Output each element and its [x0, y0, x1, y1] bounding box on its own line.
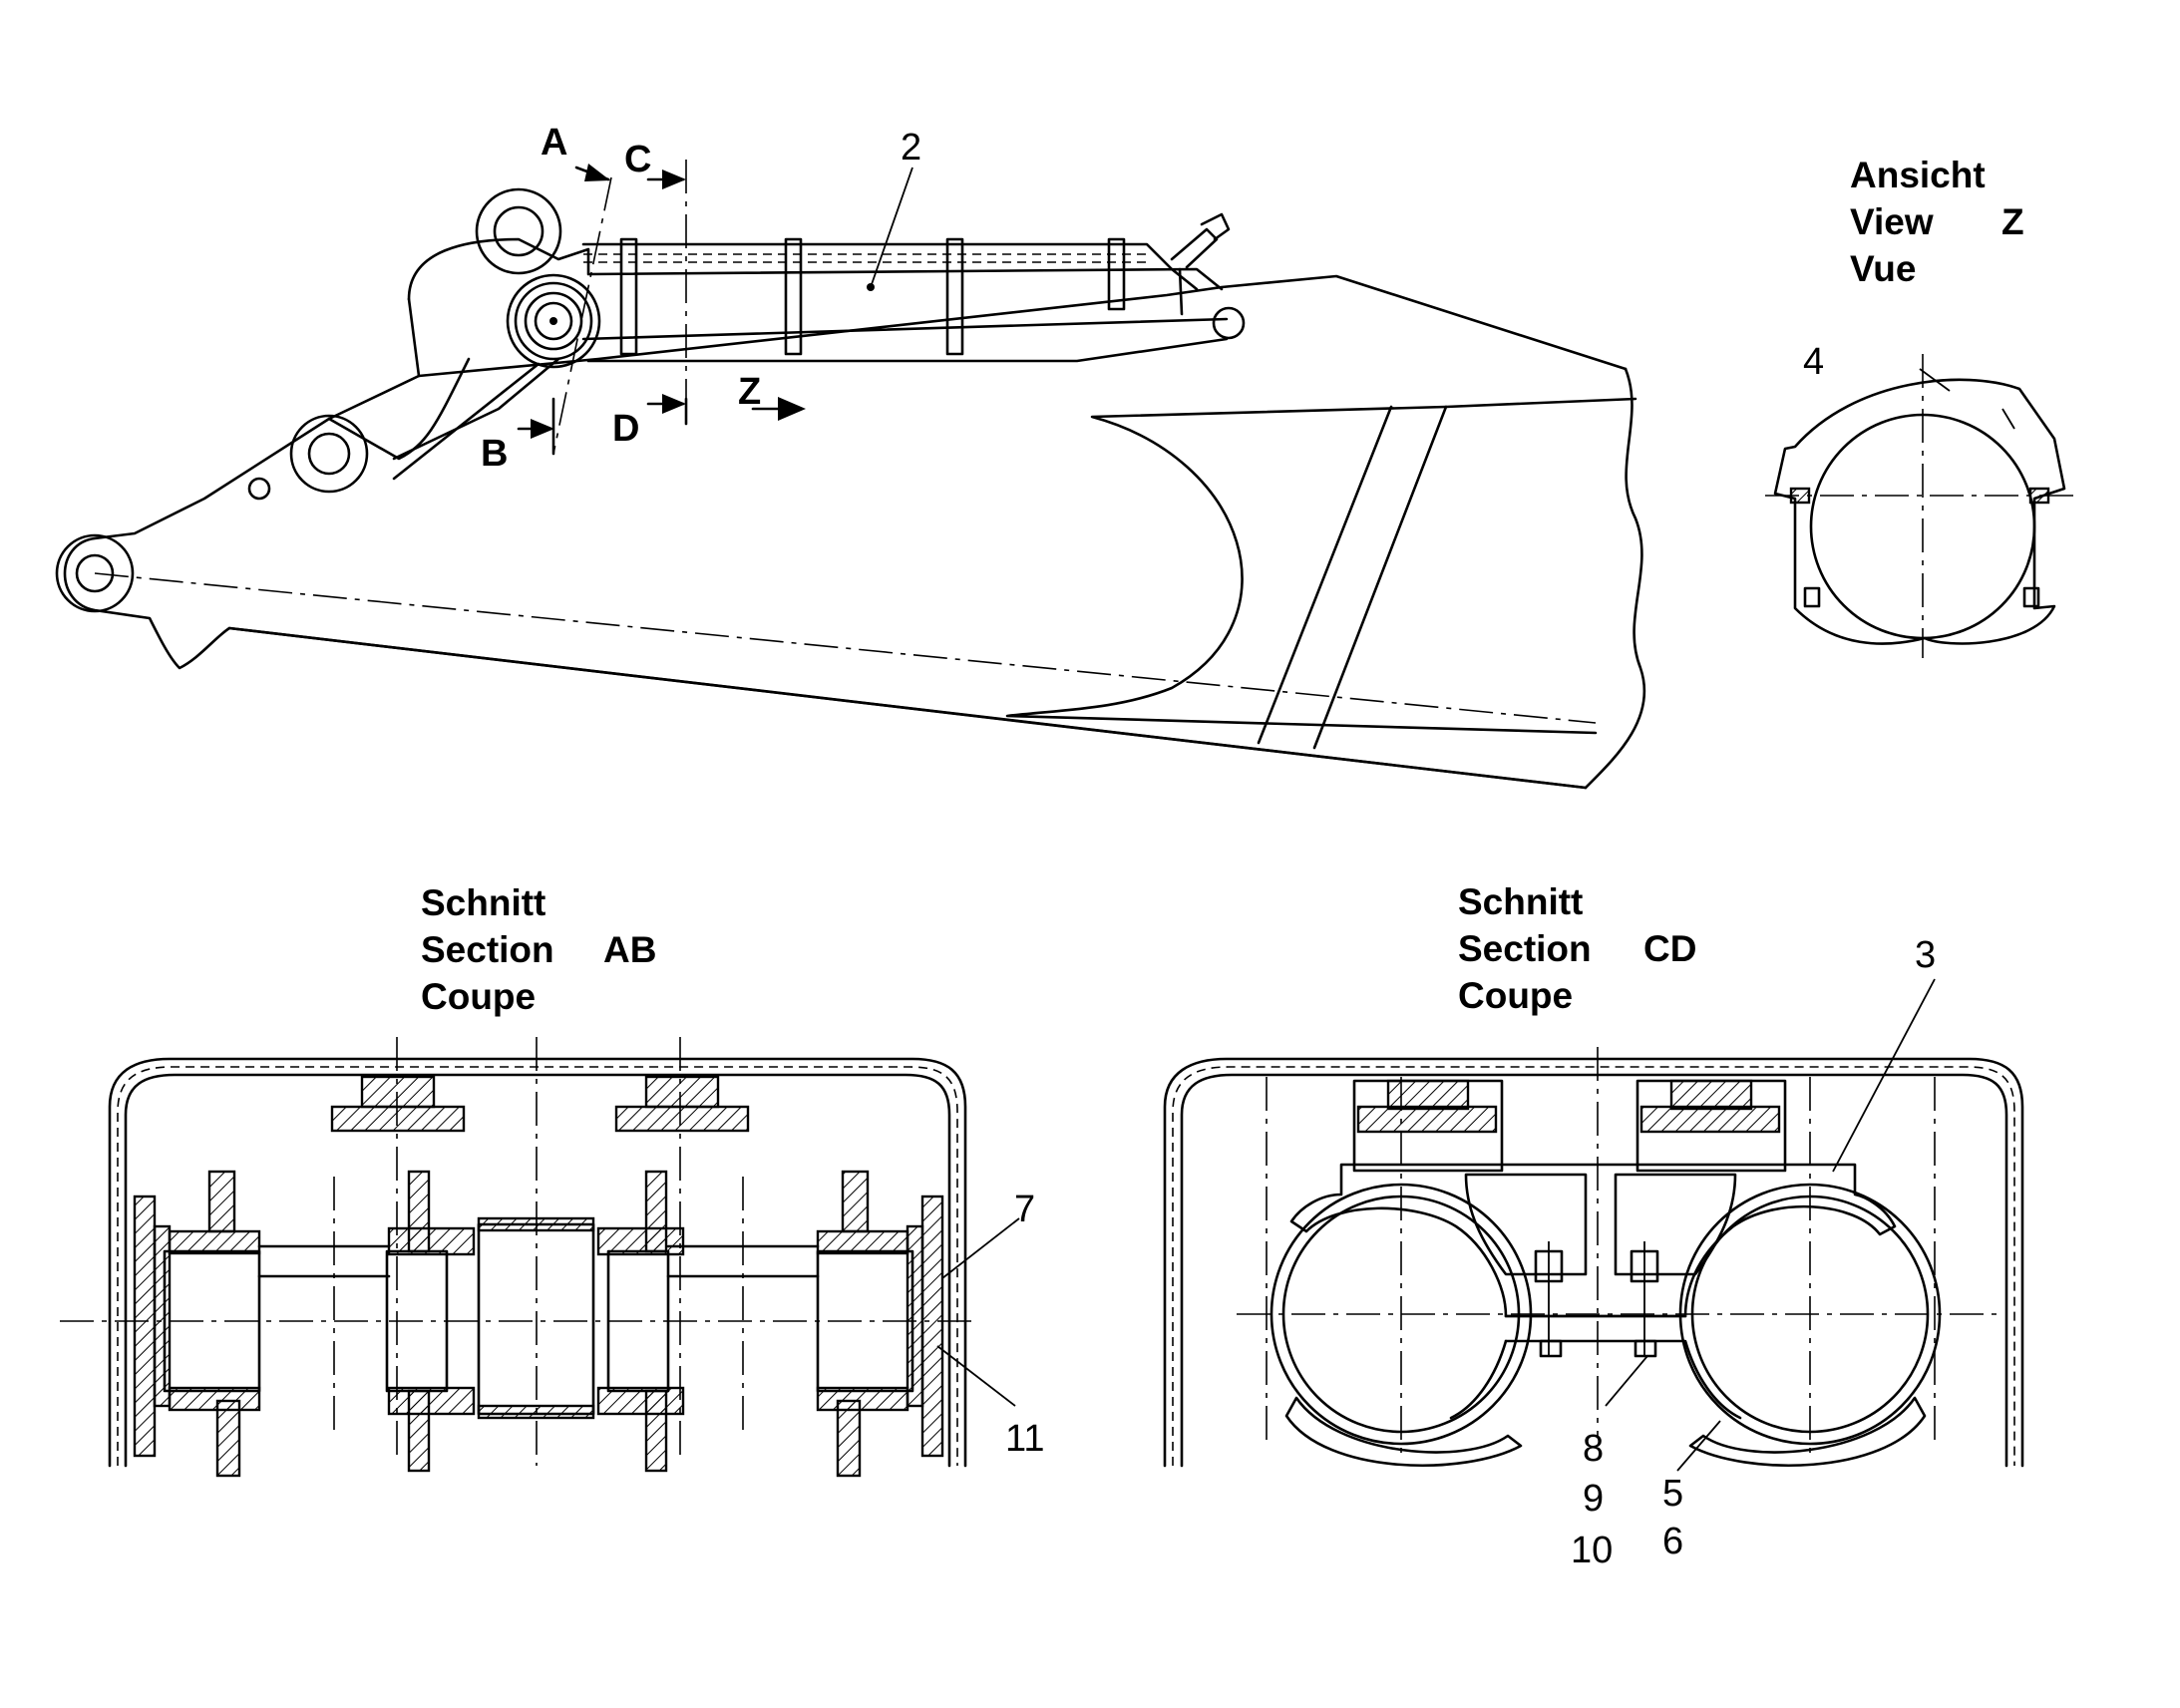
callout-6: 6	[1662, 1521, 1683, 1562]
cut-marker-b: B	[481, 433, 508, 475]
section-ab-title-2: Section	[421, 929, 554, 970]
section-cd-title-1: Schnitt	[1458, 881, 1583, 922]
callout-7: 7	[1014, 1189, 1035, 1230]
cut-marker-d: D	[612, 408, 639, 450]
cut-marker-c: C	[624, 139, 651, 180]
view-z-title-2: View	[1850, 201, 1934, 242]
callout-11: 11	[1005, 1418, 1044, 1460]
view-z-clamp	[1765, 354, 2079, 658]
callout-8: 8	[1583, 1428, 1604, 1470]
section-ab-letters: AB	[603, 929, 656, 970]
view-z-title-3: Vue	[1850, 248, 1916, 289]
section-cd-letters: CD	[1643, 928, 1696, 969]
section-ab-title-3: Coupe	[421, 976, 536, 1017]
callout-3: 3	[1915, 934, 1936, 976]
callout-4: 4	[1803, 341, 1824, 383]
callout-9: 9	[1583, 1478, 1604, 1520]
boom-side-view	[55, 160, 1646, 790]
view-z-letter: Z	[2001, 201, 2024, 242]
section-ab-title-1: Schnitt	[421, 882, 545, 923]
callout-2: 2	[901, 127, 921, 169]
cut-line-ab	[552, 176, 612, 455]
section-cd-title-2: Section	[1458, 928, 1592, 969]
cut-marker-a: A	[541, 122, 567, 164]
section-cd-drawing	[1163, 978, 2024, 1472]
callout-10: 10	[1571, 1530, 1613, 1571]
cut-marker-z: Z	[738, 371, 761, 413]
callout-5: 5	[1662, 1473, 1683, 1515]
section-cd-title-3: Coupe	[1458, 975, 1573, 1016]
section-ab-drawing	[60, 1037, 1020, 1478]
view-z-title-1: Ansicht	[1850, 155, 1986, 195]
